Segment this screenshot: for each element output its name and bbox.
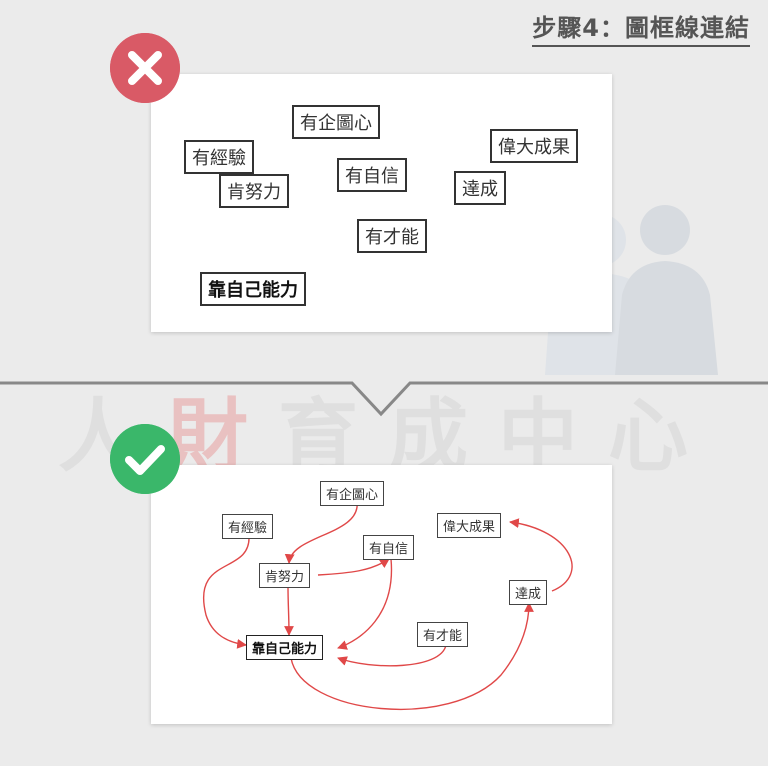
node-self-reliance: 靠自己能力 [200, 272, 306, 306]
node-achieve: 達成 [454, 171, 506, 205]
arrow-self-to-achieve [290, 602, 534, 710]
node-achieve: 達成 [509, 580, 548, 605]
arrow-ambition-to-hardwork [284, 501, 358, 564]
node-talent: 有才能 [417, 622, 469, 647]
arrow-talent-to-self [337, 644, 447, 667]
x-icon [110, 33, 180, 103]
node-ambition: 有企圖心 [320, 481, 385, 506]
node-confidence: 有自信 [363, 535, 415, 560]
step-title: 步驟4：圖框線連結 [532, 8, 750, 47]
wrong-example-panel: 有企圖心 有經驗 偉大成果 有自信 肯努力 達成 有才能 靠自己能力 [151, 74, 612, 332]
arrow-experience-to-self [203, 535, 250, 649]
node-great-results: 偉大成果 [490, 129, 578, 163]
node-experience: 有經驗 [222, 514, 274, 539]
arrow-hardwork-to-self [284, 585, 294, 636]
arrow-hardwork-to-confidence [317, 558, 390, 576]
node-hard-work: 肯努力 [219, 174, 289, 208]
arrow-achieve-to-results [509, 518, 573, 592]
watermark-char: 心 [608, 389, 688, 483]
arrow-confidence-to-self [337, 558, 393, 650]
node-great-results: 偉大成果 [437, 513, 502, 538]
connector-arrows [203, 501, 573, 710]
node-talent: 有才能 [357, 219, 427, 253]
node-confidence: 有自信 [337, 158, 407, 192]
check-icon [110, 424, 180, 494]
node-experience: 有經驗 [184, 140, 254, 174]
correct-example-panel: 有企圖心 有經驗 偉大成果 有自信 肯努力 達成 有才能 靠自己能力 [151, 465, 612, 724]
node-ambition: 有企圖心 [292, 105, 380, 139]
section-divider [0, 381, 768, 417]
node-hard-work: 肯努力 [259, 563, 311, 588]
node-self-reliance: 靠自己能力 [246, 635, 324, 660]
